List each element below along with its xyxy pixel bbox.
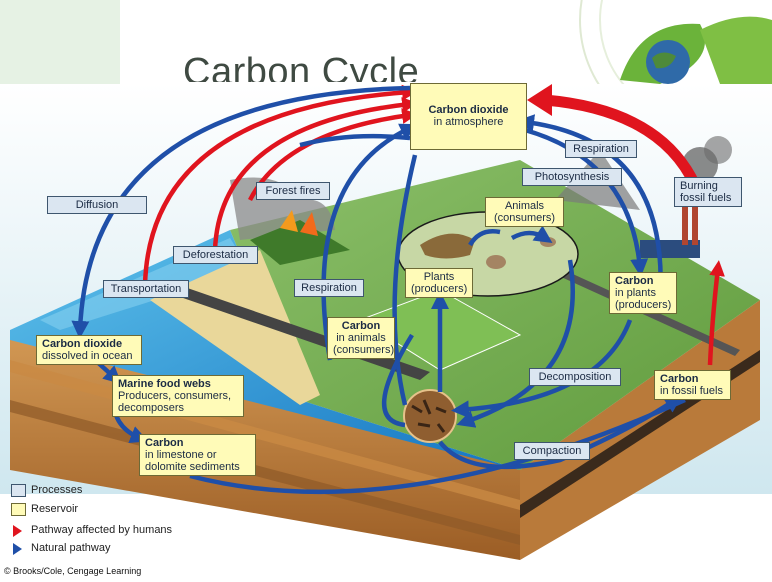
legend-reservoir-swatch <box>11 503 26 516</box>
legend-process-label: Processes <box>31 484 83 496</box>
plants-line2: (producers) <box>411 283 468 295</box>
reservoir-limestone-sub2: dolomite sediments <box>145 461 240 473</box>
reservoir-atmosphere-title: Carbon dioxide <box>428 104 509 116</box>
reservoir-limestone-sub1: in limestone or <box>145 449 217 461</box>
reservoir-plants-sub2: (producers) <box>615 299 672 311</box>
reservoir-ocean-title: Carbon dioxide <box>42 338 123 350</box>
process-burning-line2: fossil fuels <box>680 192 732 204</box>
legend-human-arrow-icon <box>13 525 22 537</box>
reservoir-animals-sub1: in animals <box>336 332 386 344</box>
reservoir-ocean: Carbon dioxide dissolved in ocean <box>36 335 142 365</box>
process-animals-consumers: Animals (consumers) <box>485 197 564 227</box>
process-transportation: Transportation <box>103 280 189 298</box>
reservoir-fossil-fuels: Carbon in fossil fuels <box>654 370 731 400</box>
legend-process-swatch <box>11 484 26 497</box>
reservoir-fossil-title: Carbon <box>660 373 699 385</box>
legend-natural-label: Natural pathway <box>31 542 111 554</box>
reservoir-limestone: Carbon in limestone or dolomite sediment… <box>139 434 256 476</box>
reservoir-animals: Carbon in animals (consumers) <box>327 317 395 359</box>
reservoir-marine-food-webs: Marine food webs Producers, consumers, d… <box>112 375 244 417</box>
reservoir-ocean-sub: dissolved in ocean <box>42 350 133 362</box>
process-deforestation: Deforestation <box>173 246 258 264</box>
animals-line1: Animals <box>504 200 545 212</box>
process-decomposition: Decomposition <box>529 368 621 386</box>
process-respiration-right: Respiration <box>565 140 637 158</box>
process-respiration-left: Respiration <box>294 279 364 297</box>
reservoir-animals-sub2: (consumers) <box>333 344 395 356</box>
legend-natural-arrow-icon <box>13 543 22 555</box>
reservoir-atmosphere-sub: in atmosphere <box>433 116 504 128</box>
animals-line2: (consumers) <box>493 212 556 224</box>
plants-line1: Plants <box>423 271 455 283</box>
legend-human-label: Pathway affected by humans <box>31 524 173 536</box>
process-diffusion: Diffusion <box>47 196 147 214</box>
reservoir-plants: Carbon in plants (producers) <box>609 272 677 314</box>
process-burning-line1: Burning <box>680 180 718 192</box>
reservoir-fossil-sub: in fossil fuels <box>660 385 723 397</box>
copyright-credit: © Brooks/Cole, Cengage Learning <box>4 566 142 576</box>
process-compaction: Compaction <box>514 442 590 460</box>
reservoir-marine-sub1: Producers, consumers, <box>118 390 232 402</box>
reservoir-limestone-title: Carbon <box>145 437 184 449</box>
legend-reservoir-label: Reservoir <box>31 503 79 515</box>
reservoir-plants-title: Carbon <box>615 275 654 287</box>
process-plants-producers: Plants (producers) <box>405 268 473 298</box>
reservoir-animals-title: Carbon <box>341 320 381 332</box>
process-photosynthesis: Photosynthesis <box>522 168 622 186</box>
reservoir-marine-sub2: decomposers <box>118 402 185 414</box>
process-forest-fires: Forest fires <box>256 182 330 200</box>
page-title: Carbon Cycle <box>183 51 420 82</box>
reservoir-marine-title: Marine food webs <box>118 378 211 390</box>
process-burning-fossil-fuels: Burning fossil fuels <box>674 177 742 207</box>
reservoir-atmosphere: Carbon dioxide in atmosphere <box>410 83 527 150</box>
reservoir-plants-sub1: in plants <box>615 287 656 299</box>
